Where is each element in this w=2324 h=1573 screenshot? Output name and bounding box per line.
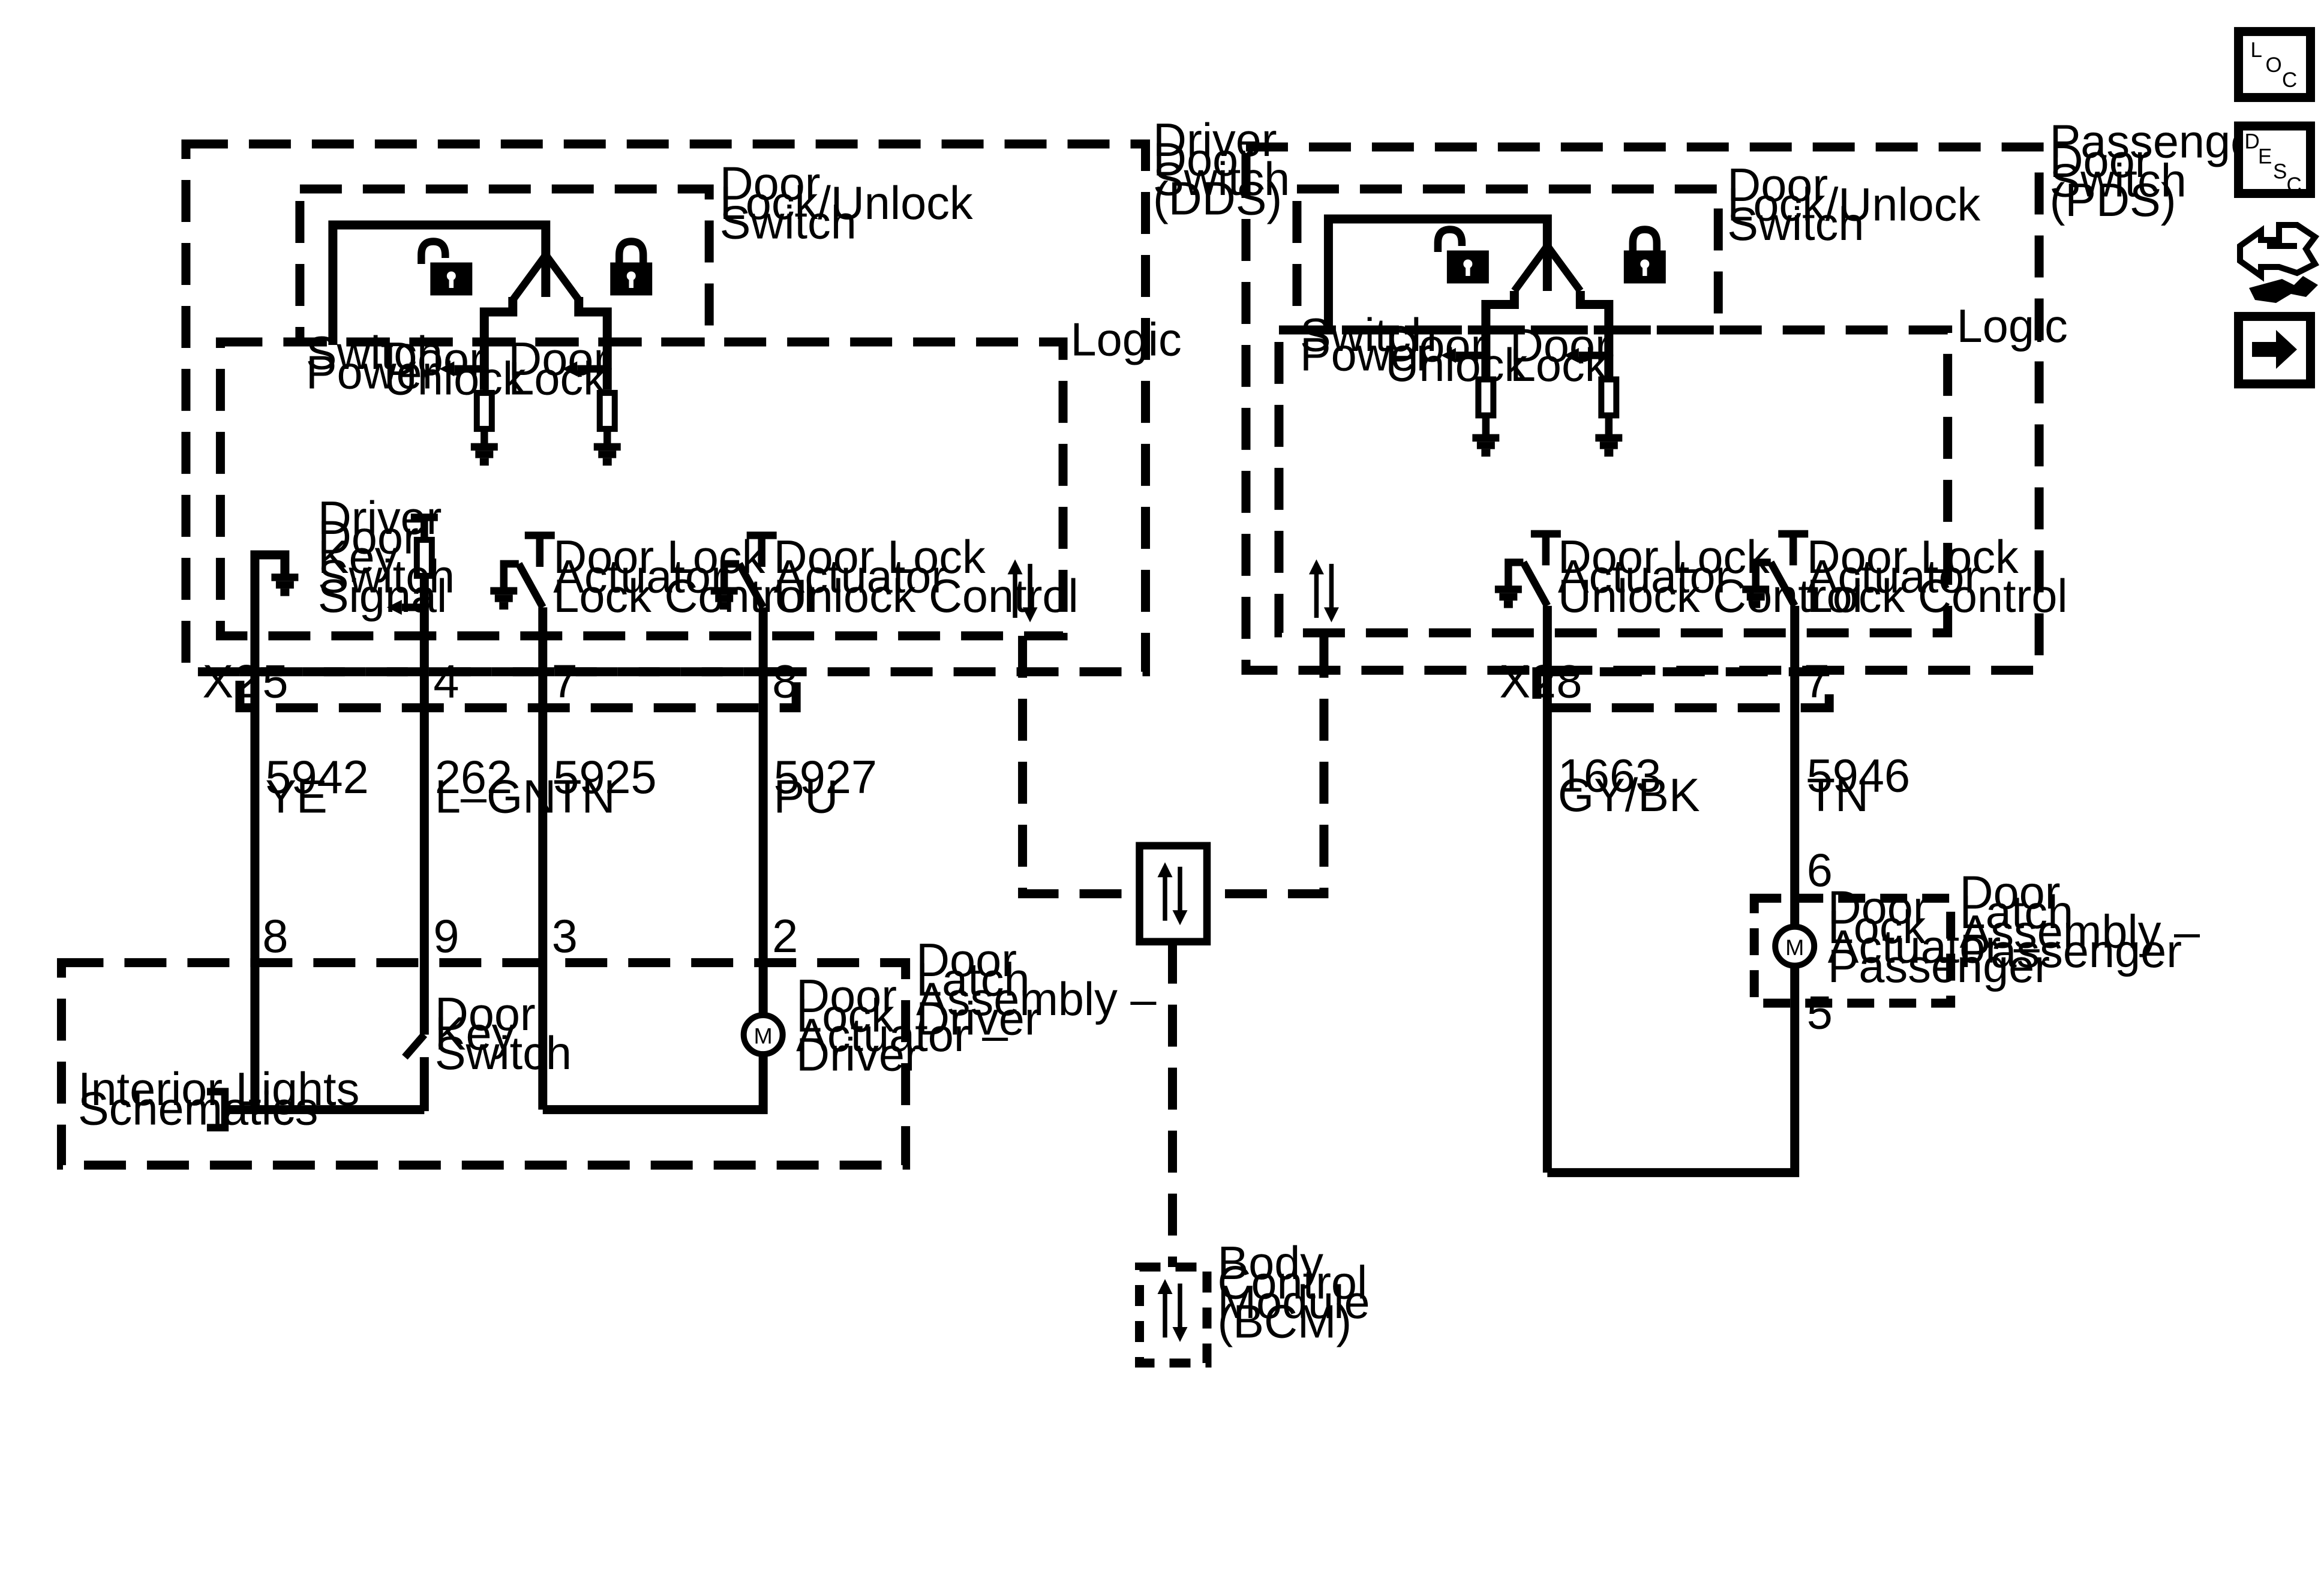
ground-icon [594, 447, 621, 462]
latch-pin-3: 3 [552, 911, 578, 962]
ground-icon [1472, 438, 1499, 453]
svg-text:O: O [2266, 53, 2282, 77]
dds-pin-8: 8 [772, 656, 798, 707]
pds-door-unlock-label: Door Unlock [1385, 320, 1527, 391]
driver-door-switch: Driver Door Switch (DDS) Door Lock/Unloc… [181, 115, 1303, 713]
dds-switch-label: Door Lock/Unlock Switch [720, 158, 986, 249]
svg-text:D: D [2245, 130, 2260, 154]
dds-boundary [181, 139, 1151, 677]
lock-padlock-icon [1624, 229, 1666, 283]
door-latch-assembly-passenger: 6 5 M Door Lock Actuator – Passenger Doo… [1749, 845, 2213, 1039]
pds-switch-label: Door Lock/Unlock Switch [1727, 160, 1993, 250]
data-link-dds [1018, 635, 1140, 899]
passenger-latch-boundary [1749, 893, 1956, 1008]
dds-pin-4: 4 [433, 656, 459, 707]
loc-button[interactable]: L O C [2234, 27, 2316, 103]
next-button[interactable] [2234, 311, 2316, 389]
circuit-5927-label: 5927 PU [774, 752, 890, 822]
ground-icon [271, 577, 298, 592]
passenger-door-switch: Passenger Door Switch (PDS) Door Lock/Un… [1241, 116, 2272, 713]
loc-icon[interactable] [2234, 27, 2316, 103]
pds-actuator-lock-control-label: Door Lock Actuator Lock Control [1807, 532, 2068, 622]
lock-padlock-icon [610, 241, 652, 295]
dds-actuator-lock-control-label: Door Lock Actuator Lock Control [553, 532, 814, 622]
interior-lights-label: Interior Lights Schematics [78, 1064, 373, 1134]
latch-pin-9: 9 [433, 911, 459, 962]
pds-logic-label: Logic [1957, 301, 2068, 352]
passenger-latch-label: Door Latch Assembly – Passenger [1960, 867, 2213, 977]
ground-icon [471, 447, 498, 462]
passenger-actuator-label: Door Lock Actuator – Passenger [1828, 882, 2053, 992]
dds-door-unlock-label: Door Unlock [384, 334, 526, 404]
dds-key-switch-signal-label: Driver Door Key Switch Signal [318, 493, 468, 622]
latch-pin-8: 8 [262, 911, 288, 962]
dds-connector-label: X2 [202, 656, 259, 707]
dds-label: Driver Door Switch (DDS) [1153, 115, 1303, 224]
passenger-motor-symbol: M [1785, 935, 1804, 960]
pds-actuator-unlock-control-label: Door Lock Actuator Unlock Control [1558, 532, 1863, 622]
dds-pin-7: 7 [552, 656, 578, 707]
desc-button[interactable]: D E S C [2234, 121, 2316, 199]
dds-door-lock-label: Door Lock [508, 334, 621, 404]
pds-boundary [1241, 142, 2044, 675]
bcm-boundary [1135, 1262, 1212, 1368]
ground-icon [1595, 438, 1622, 453]
circuit-262-label: 262 L–GN [435, 752, 556, 822]
dds-pin-5: 5 [262, 656, 288, 707]
driver-latch-boundary [56, 958, 911, 1170]
svg-text:S: S [2273, 160, 2287, 184]
data-link-pds [1206, 635, 1329, 899]
unlock-padlock-icon [421, 241, 472, 295]
latch-pin-2: 2 [772, 911, 798, 962]
dds-switch-power-label: Switch Power [306, 328, 456, 398]
door-key-switch-label: Door Key Switch [435, 989, 572, 1079]
circuit-1663-label: 1663 GY/BK [1558, 751, 1700, 821]
dds-logic-label: Logic [1071, 314, 1182, 365]
pds-connector-x2 [1532, 667, 1834, 713]
circuit-5946-label: 5946 TN [1807, 751, 1923, 821]
svg-text:C: C [2287, 173, 2302, 197]
connector-wrench-icon[interactable] [2237, 221, 2320, 303]
bcm-label: Body Control Module (BCM) [1217, 1238, 1383, 1347]
pds-door-lock-label: Door Lock [1510, 320, 1623, 391]
pds-switch-power-label: Switch Power [1300, 310, 1450, 380]
passenger-actuator-motor-icon [1772, 923, 1818, 969]
unlock-padlock-icon [1438, 229, 1489, 283]
ground-icon [490, 591, 517, 606]
serial-data-icon [1309, 559, 1339, 622]
passenger-latch-pin-5: 5 [1807, 987, 1833, 1039]
wire-5946-return [1547, 965, 1800, 1178]
svg-text:L: L [2251, 38, 2262, 62]
svg-text:E: E [2258, 145, 2272, 169]
pds-pin-7: 7 [1804, 656, 1830, 707]
ground-icon [1495, 589, 1522, 604]
circuit-5925-label: 5925 TN [553, 752, 669, 822]
driver-actuator-label: Door Lock Actuator – Driver [796, 971, 1021, 1080]
circuit-5942-label: 5942 YE [265, 752, 382, 822]
door-latch-assembly-driver: 8 9 3 2 Door Key Switch Interior Lights … [56, 911, 1169, 1170]
driver-latch-label: Door Latch Assembly – Driver [916, 935, 1169, 1044]
data-link-splice [1136, 842, 1211, 945]
driver-motor-symbol: M [754, 1023, 773, 1049]
svg-text:C: C [2282, 68, 2297, 92]
pds-pin-8: 8 [1556, 656, 1582, 707]
passenger-latch-pin-6: 6 [1807, 845, 1833, 896]
desc-icon[interactable] [2234, 121, 2316, 199]
dds-connector-x2 [235, 667, 801, 713]
serial-data-icon [1158, 1279, 1188, 1342]
